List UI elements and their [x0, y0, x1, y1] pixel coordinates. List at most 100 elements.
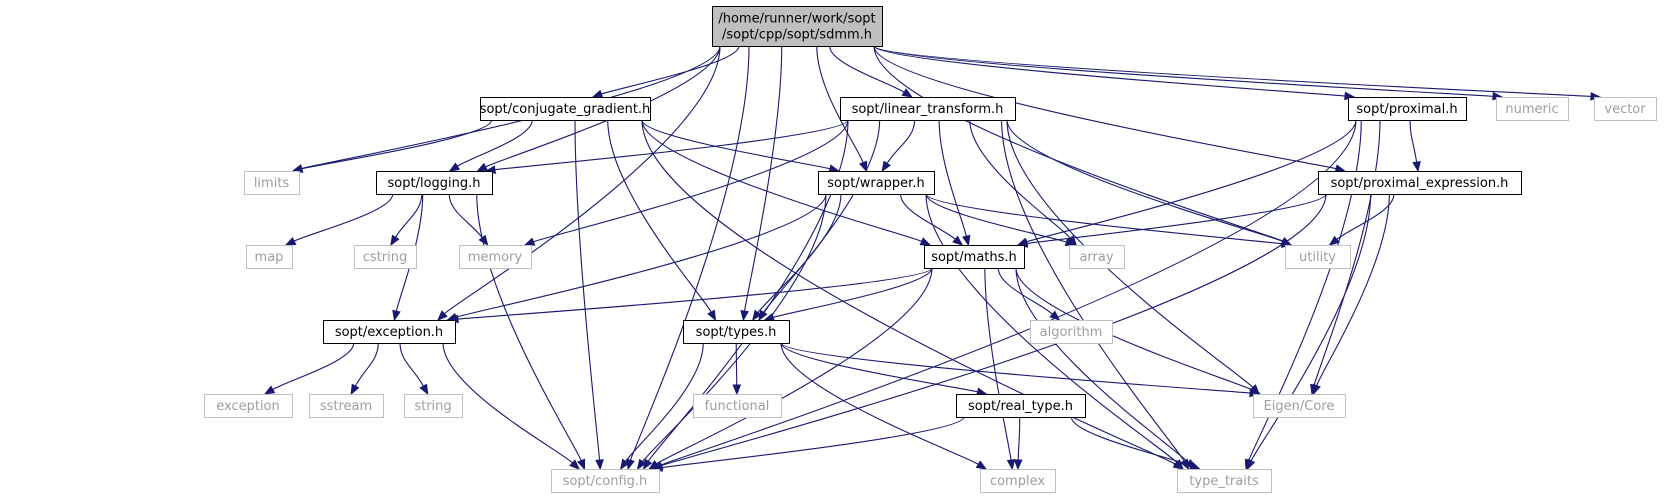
node-sdmm: /home/runner/work/sopt/sopt/cpp/sopt/sdm…: [712, 6, 883, 47]
edge-arrowhead: [1312, 383, 1321, 396]
edge-line: [1026, 119, 1357, 243]
node-box: [1285, 245, 1351, 269]
node-label: sopt/wrapper.h: [827, 176, 924, 191]
node-box: [246, 245, 293, 269]
edge-lt-to-array: [969, 119, 1078, 247]
node-label: algorithm: [1040, 325, 1103, 340]
edge-line: [829, 45, 905, 93]
edge-arrowhead: [1189, 461, 1201, 470]
edge-line: [661, 416, 965, 469]
node-label: sopt/config.h: [563, 474, 648, 489]
node-box: [404, 394, 463, 418]
node-box: [1318, 171, 1522, 195]
edge-lt-to-utility: [1006, 119, 1293, 246]
edge-line: [1313, 119, 1381, 386]
edge-sdmm-to-proxexpr: [873, 45, 1347, 173]
edge-line: [1409, 119, 1418, 163]
edge-logging-to-cstring: [390, 193, 423, 247]
edge-arrowhead: [390, 234, 400, 247]
edge-line: [661, 193, 1327, 467]
edge-line: [873, 45, 1284, 242]
node-box: [924, 245, 1025, 269]
node-box: [309, 394, 384, 418]
node-exception[interactable]: sopt/exception.h: [323, 320, 456, 344]
edge-line: [984, 267, 1012, 461]
edge-line: [780, 342, 978, 393]
edge-lt-to-wrapper: [881, 119, 916, 173]
edge-line: [873, 45, 1592, 97]
node-wrapper[interactable]: sopt/wrapper.h: [818, 171, 935, 195]
edge-arrowhead: [732, 384, 742, 396]
edge-line: [293, 193, 394, 242]
edge-types-to-functional: [732, 342, 742, 396]
node-cg[interactable]: sopt/conjugate_gradient.h: [480, 97, 651, 121]
node-label: exception: [216, 399, 280, 414]
node-box: [683, 320, 790, 344]
edge-arrowhead: [476, 162, 488, 172]
edge-exception-to-string: [399, 342, 429, 396]
edge-logging-to-config: [476, 193, 586, 471]
edge-line: [997, 267, 1053, 315]
edge-line: [656, 267, 933, 465]
node-box: [204, 394, 293, 418]
edge-line: [1250, 193, 1372, 462]
node-lt[interactable]: sopt/linear_transform.h: [840, 97, 1016, 121]
node-label: string: [414, 399, 451, 414]
node-proxexpr[interactable]: sopt/proximal_expression.h: [1318, 171, 1522, 195]
edge-line: [1070, 416, 1192, 467]
edge-line: [780, 342, 1251, 394]
node-prox[interactable]: sopt/proximal.h: [1348, 97, 1467, 121]
edge-line: [629, 45, 750, 461]
edge-proxexpr-to-utility: [1328, 193, 1395, 246]
node-exc: exception: [204, 394, 293, 418]
node-label: utility: [1299, 250, 1336, 265]
node-label: sopt/conjugate_gradient.h: [480, 102, 651, 117]
edge-sdmm-to-numeric: [873, 45, 1504, 101]
edge-exception-to-exc: [263, 342, 355, 395]
node-label: sopt/proximal_expression.h: [1331, 176, 1509, 191]
edge-proxexpr-to-typetraits: [1246, 193, 1372, 471]
edge-line: [816, 45, 864, 163]
edge-arrowhead: [392, 309, 401, 322]
edge-sdmm-to-lt: [829, 45, 913, 98]
node-types[interactable]: sopt/types.h: [683, 320, 790, 344]
node-box: [712, 6, 883, 47]
edge-arrowhead: [263, 385, 276, 395]
edge-arrowhead: [350, 383, 360, 396]
edge-line: [925, 193, 1283, 245]
node-label: numeric: [1505, 102, 1558, 117]
node-label: memory: [468, 250, 523, 265]
edge-wrapper-to-types: [752, 193, 842, 322]
edge-line: [1316, 193, 1390, 386]
node-realtype[interactable]: sopt/real_type.h: [956, 394, 1086, 418]
edge-arrowhead: [576, 458, 586, 471]
edge-exception-to-sstream: [350, 342, 379, 396]
node-box: [459, 245, 532, 269]
node-memory: memory: [459, 245, 532, 269]
edge-line: [938, 119, 967, 237]
edge-arrowhead: [284, 236, 297, 246]
edge-line: [642, 193, 827, 462]
edge-line: [457, 267, 933, 320]
edge-line: [444, 45, 721, 315]
node-box: [376, 171, 493, 195]
edge-realtype-to-config: [651, 416, 965, 472]
edge-types-to-eigen: [780, 342, 1261, 398]
edge-cg-to-logging: [448, 119, 533, 172]
edge-line: [574, 119, 601, 461]
edge-arrowhead: [962, 234, 971, 247]
edge-arrowhead: [1049, 310, 1061, 321]
edge-lt-to-eigen: [1006, 119, 1260, 395]
edge-line: [494, 119, 849, 171]
edge-line: [395, 193, 423, 238]
edge-line: [301, 45, 721, 169]
node-box: [354, 245, 417, 269]
node-label: vector: [1604, 102, 1646, 117]
node-typetraits: type_traits: [1177, 469, 1272, 493]
edge-line: [601, 45, 740, 95]
edge-line: [886, 119, 916, 164]
node-label: /home/runner/work/sopt: [718, 12, 875, 27]
node-logging[interactable]: sopt/logging.h: [376, 171, 493, 195]
node-maths[interactable]: sopt/maths.h: [924, 245, 1025, 269]
edge-wrapper-to-array: [925, 193, 1077, 247]
